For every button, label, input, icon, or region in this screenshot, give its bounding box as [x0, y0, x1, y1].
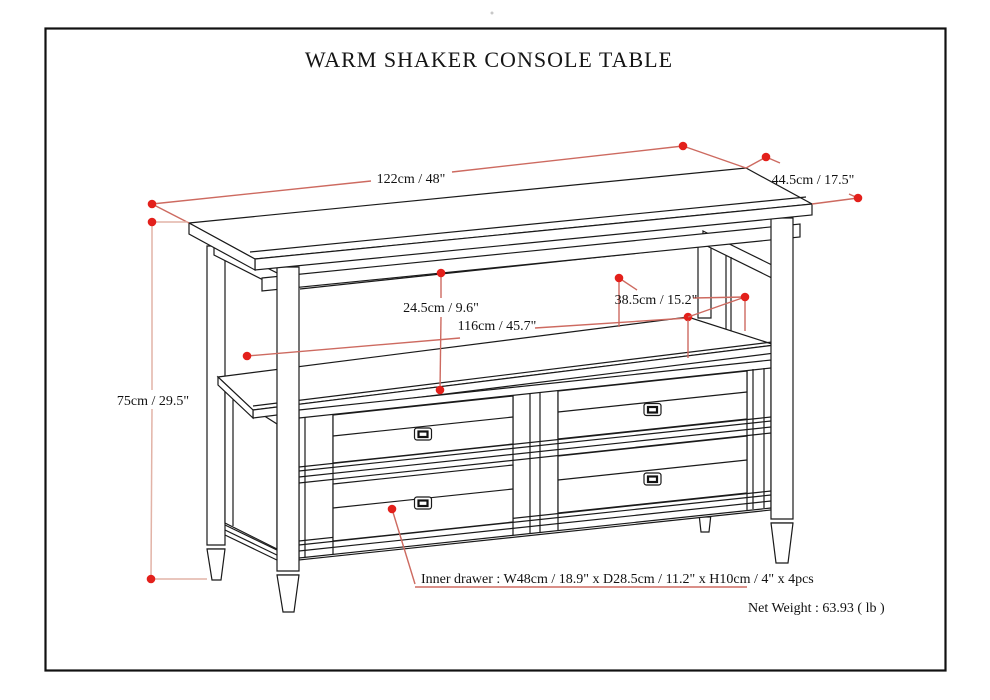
- dimension-annotations: 122cm / 48" 44.5cm / 17.5" 75cm / 29.5": [117, 141, 885, 616]
- inner-drawer-text: Inner drawer : W48cm / 18.9" x D28.5cm /…: [421, 572, 814, 587]
- dimension-shelf-depth: 38.5cm / 15.2": [615, 273, 750, 358]
- net-weight-text: Net Weight : 63.93 ( lb ): [748, 601, 885, 616]
- front-apron: [261, 223, 801, 292]
- dimension-height: 75cm / 29.5": [117, 217, 207, 584]
- dimension-shelf-width: 116cm / 45.7": [242, 312, 693, 361]
- diagram-title: WARM SHAKER CONSOLE TABLE: [305, 47, 673, 72]
- note-inner-drawer: Inner drawer : W48cm / 18.9" x D28.5cm /…: [387, 504, 814, 588]
- foot-back-left: [206, 548, 226, 581]
- tabletop: [187, 167, 814, 272]
- dimension-label-shelf-depth: 38.5cm / 15.2": [615, 293, 698, 308]
- drawer-handle: [413, 496, 433, 510]
- dimension-label-shelf-opening: 24.5cm / 9.6": [403, 301, 479, 316]
- dimension-shelf-opening: 24.5cm / 9.6": [403, 268, 479, 395]
- table-leg-back-left: [206, 245, 226, 581]
- console-table-drawing: [187, 167, 814, 613]
- drawer-handle: [643, 402, 662, 417]
- dimension-depth: 44.5cm / 17.5": [745, 152, 863, 205]
- table-leg-front-left: [276, 266, 300, 613]
- drawer-upper-right: [557, 370, 748, 440]
- foot-front-left: [276, 574, 300, 613]
- drawer-upper-left: [332, 395, 514, 464]
- dimension-label-shelf-width: 116cm / 45.7": [458, 319, 537, 334]
- drawer-lower-right: [557, 435, 748, 514]
- dimension-label-width: 122cm / 48": [377, 172, 446, 187]
- dimension-label-depth: 44.5cm / 17.5": [772, 173, 855, 188]
- drawer-handle: [643, 472, 662, 486]
- page-border: [44, 27, 947, 672]
- right-end-panel: [725, 255, 732, 331]
- dimension-width: 122cm / 48": [147, 141, 747, 224]
- table-leg-front-right: [770, 217, 794, 564]
- drawer-lower-left: [332, 464, 514, 542]
- print-speck: [490, 11, 494, 15]
- cabinet-front: [298, 359, 772, 561]
- dimension-label-height: 75cm / 29.5": [117, 394, 189, 409]
- drawer-handle: [413, 427, 433, 441]
- foot-front-right: [770, 522, 794, 564]
